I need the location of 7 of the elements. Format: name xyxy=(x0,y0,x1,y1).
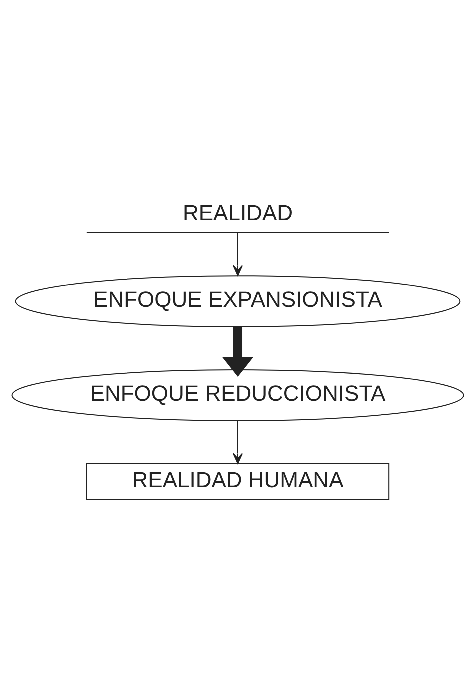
node-ellipse: ENFOQUE EXPANSIONISTA xyxy=(15,276,461,328)
node-ellipse: ENFOQUE REDUCCIONISTA xyxy=(12,370,464,422)
node-text: REALIDAD xyxy=(182,200,294,226)
arrow xyxy=(222,327,254,378)
arrow xyxy=(233,420,243,464)
arrow xyxy=(233,232,243,276)
node-box: REALIDAD HUMANA xyxy=(86,463,390,500)
